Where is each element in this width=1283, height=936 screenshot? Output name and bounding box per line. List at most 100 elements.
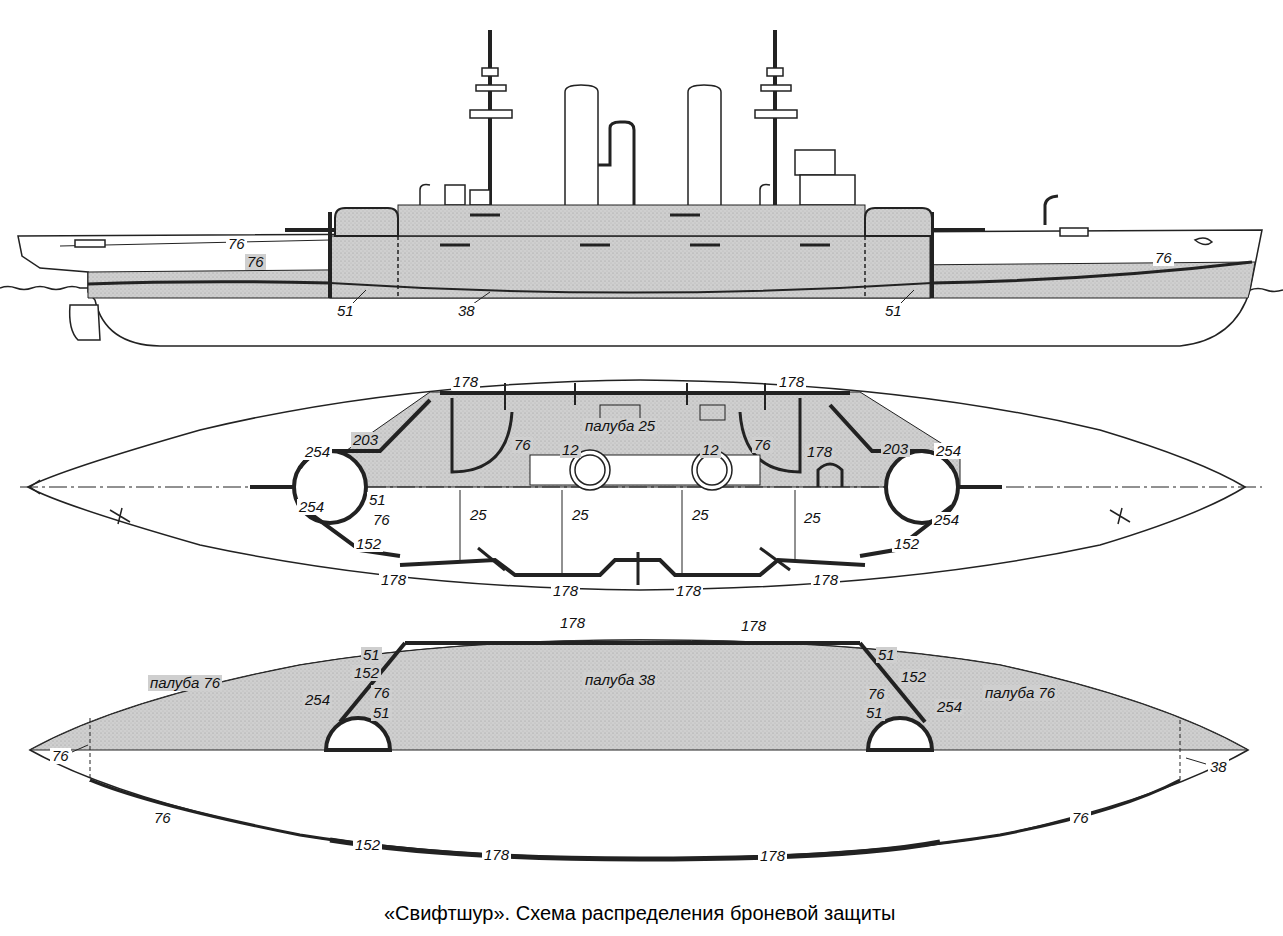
callout-number: 76 [226,236,247,252]
gun [958,485,1002,489]
callout-number: 76 [752,437,773,453]
casemate [690,244,720,247]
armor-deck [330,283,932,293]
callout-number: 152 [892,536,921,552]
callout-number: 152 [899,669,928,685]
dashed-line [1180,720,1181,780]
callout-number: 12 [560,442,581,458]
anchor [1110,508,1130,524]
deck-line [60,240,330,246]
callout-number: 51 [371,705,392,721]
callout-number: 38 [1208,759,1229,775]
callout-number: 178 [674,583,703,599]
callout-number: палуба 76 [983,685,1057,701]
gun [250,485,294,489]
callout-number: 203 [351,432,380,448]
callout-number: 76 [50,748,71,764]
gun [760,548,790,570]
callout-number: 38 [456,303,477,319]
callout-number: 254 [303,692,332,708]
caption: «Свифтшур». Схема распределения броневой… [384,902,895,925]
dashed-line [90,718,91,782]
casemate [818,464,842,487]
armor-belt [330,840,940,859]
callout-number: 76 [866,686,887,702]
turret [865,208,932,236]
callout-number: 254 [303,444,332,460]
ventilator [760,185,770,205]
bridge [800,175,855,205]
funnel [575,455,605,485]
ventilator [445,185,465,205]
callout-number: 254 [935,699,964,715]
callout-number: 178 [558,615,587,631]
gun [285,228,335,232]
skylight [75,240,105,247]
steam-pipe [598,122,634,215]
callout-number: 76 [371,512,392,528]
barbette [868,718,932,750]
bulkhead [328,212,332,298]
gun [478,548,505,570]
casemate [470,214,500,217]
bow-detail [30,480,40,494]
leader [72,745,88,752]
callout-number: 51 [876,647,897,663]
superstructure [398,205,865,236]
callout-number: 25 [468,507,489,523]
turret [335,208,398,236]
callout-number: 178 [451,374,480,390]
bulkhead-25 [460,490,461,562]
armor-bulkhead [300,400,430,468]
callout-number: 178 [739,618,768,634]
callout-number: 76 [512,437,533,453]
leader [900,290,914,304]
callout-number: 178 [777,374,806,390]
gun [686,383,688,405]
bridge [795,150,835,175]
mast-top [470,110,512,118]
callout-number: 25 [802,510,823,526]
callout-number: 178 [805,444,834,460]
callout-number: 152 [353,837,382,853]
callout-number: 254 [297,499,326,515]
anchor-crane [1045,196,1058,225]
callout-number: 76 [1153,250,1174,266]
armored-area [340,392,960,487]
callout-number: 25 [570,507,591,523]
bulkhead-25 [795,490,796,562]
callout-number: 76 [152,810,173,826]
callout-number: 51 [367,492,388,508]
side-view [0,30,1283,346]
hawse [1195,238,1212,245]
callout-number: 51 [335,303,356,319]
armor-belt [440,391,850,395]
callout-number: 203 [881,441,910,457]
barbette [326,718,390,750]
bulkhead-25 [682,490,683,575]
callout-number: 76 [1070,810,1091,826]
callout-number: 51 [883,303,904,319]
callout-number: 12 [700,442,721,458]
bulkhead-25 [562,490,563,575]
hatch [700,405,725,420]
leader [1186,758,1206,764]
gun [932,228,985,232]
anchor [110,508,130,524]
armored-deck [30,640,1248,750]
ventilator [470,190,490,205]
hull-plan [30,640,1248,860]
deck-plan-upper [20,380,1262,590]
gun [574,383,576,405]
mast-top [482,68,498,76]
hull-side [18,230,1262,346]
callout-number: 178 [482,847,511,863]
callout-number: 152 [354,536,383,552]
callout-number: 178 [811,572,840,588]
armor-deck [88,282,330,284]
deck-plan-lower [30,640,1248,860]
casemate [440,244,470,247]
gun [504,383,506,410]
callout-number: 152 [352,665,381,681]
callout-number: 51 [864,705,885,721]
